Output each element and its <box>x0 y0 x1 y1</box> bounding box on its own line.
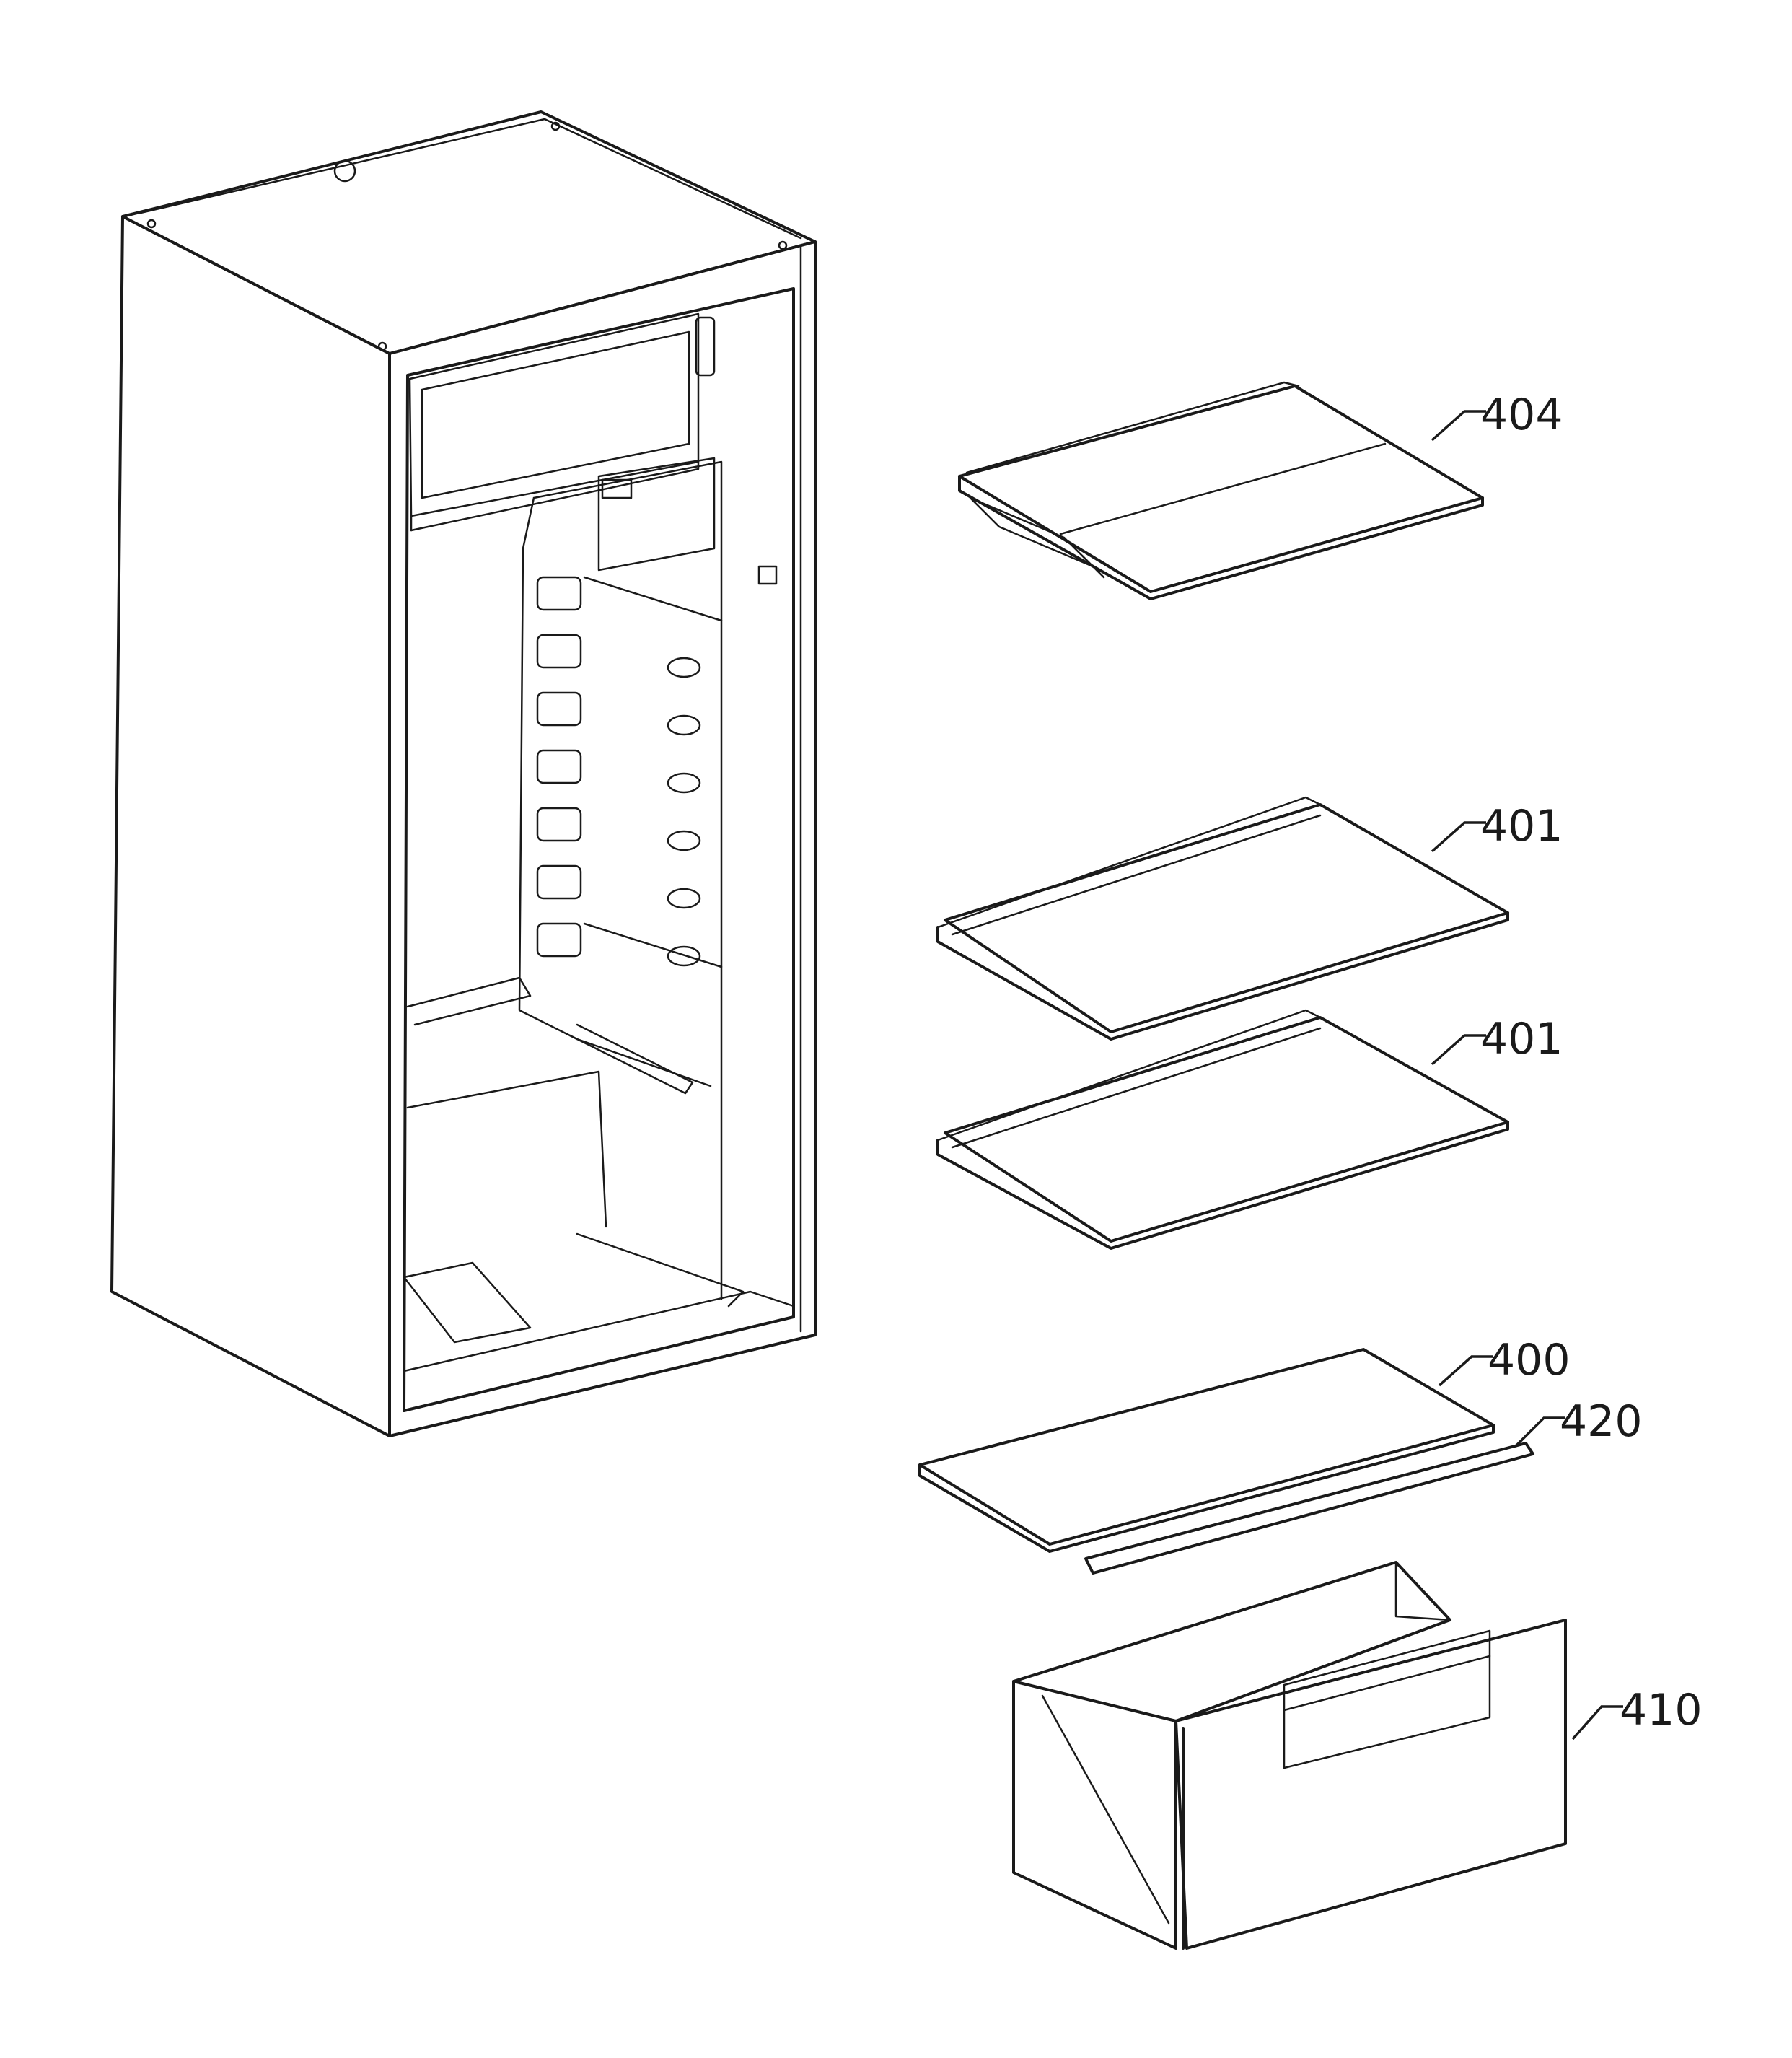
callout-401-middle: 401 <box>1431 1014 1563 1066</box>
callout-420-label: 420 <box>1560 1396 1643 1447</box>
callout-404-label: 404 <box>1480 390 1563 440</box>
top-shelf-404 <box>958 381 1484 600</box>
middle-glass-shelf-401 <box>936 1009 1509 1250</box>
callout-401-upper-label: 401 <box>1480 801 1563 851</box>
callout-410-label: 410 <box>1620 1685 1703 1735</box>
callout-420: 420 <box>1514 1396 1643 1448</box>
callout-401-middle-label: 401 <box>1480 1014 1563 1064</box>
callout-400-label: 400 <box>1488 1335 1571 1385</box>
crisper-drawer-410 <box>1012 1561 1567 1950</box>
cover-trim-420 <box>1084 1442 1534 1575</box>
shelf-rails-left <box>536 576 582 958</box>
refrigerator-cabinet <box>110 110 817 1437</box>
callout-404: 404 <box>1431 390 1563 442</box>
crisper-cover-400 <box>918 1348 1495 1553</box>
callout-401-upper: 401 <box>1431 801 1563 853</box>
callout-400: 400 <box>1438 1335 1571 1387</box>
shelf-supports-right <box>667 657 701 967</box>
upper-glass-shelf-401 <box>936 796 1509 1041</box>
callout-410: 410 <box>1571 1685 1703 1740</box>
